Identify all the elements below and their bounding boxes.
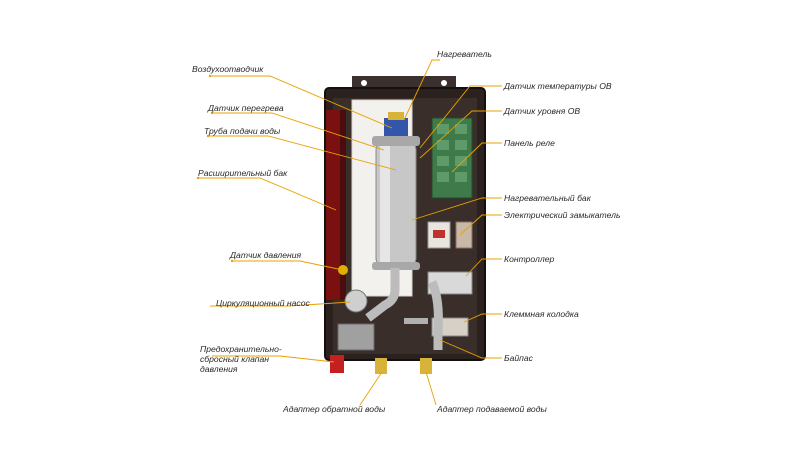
supply-pipe-shape xyxy=(427,280,443,350)
label-pressure-sensor: Датчик давления xyxy=(230,250,302,260)
leader-safety-valve xyxy=(212,355,335,363)
label-supply-adapter: Адаптер подаваемой воды xyxy=(437,404,547,414)
relay-cell xyxy=(437,124,449,134)
leader-controller xyxy=(465,258,502,277)
leader-relay-panel xyxy=(451,142,502,173)
relay-cell xyxy=(455,156,467,166)
tank-top-flange xyxy=(372,136,420,146)
bypass-pipe xyxy=(365,268,400,322)
leader-expansion-tank xyxy=(198,177,337,211)
leader-supply-pipe xyxy=(208,135,397,171)
leader-heating-tank xyxy=(411,197,502,221)
circulation-pump-shape xyxy=(344,289,368,313)
label-safety-valve: Предохранительно-сбросный клапан давлени… xyxy=(200,344,282,374)
label-contactor: Электрический замыкатель xyxy=(504,210,621,220)
relay-cell xyxy=(455,124,467,134)
leader-pressure-sensor xyxy=(232,260,344,271)
label-heater: Нагреватель xyxy=(437,49,492,59)
relay-cell xyxy=(437,172,449,182)
relay-cell xyxy=(455,140,467,150)
label-return-adapter: Адаптер обратной воды xyxy=(283,404,386,414)
leader-return-adapter xyxy=(359,371,383,406)
relay-cell xyxy=(437,140,449,150)
heater-shape xyxy=(384,118,408,136)
bypass-link xyxy=(404,318,428,324)
leader-dots xyxy=(196,74,234,263)
relay-cell xyxy=(437,156,449,166)
leader-bypass xyxy=(439,339,502,359)
contactor-side xyxy=(455,221,473,249)
mounting-hole xyxy=(441,80,447,86)
expansion-tank-shape xyxy=(326,110,340,300)
pump-motor xyxy=(337,323,375,351)
expansion-tank-shadow xyxy=(340,110,346,300)
label-relay-panel: Панель реле xyxy=(504,138,555,148)
return-adapter-shape xyxy=(375,358,387,374)
mounting-hole xyxy=(361,80,367,86)
boiler-illustration xyxy=(324,76,486,374)
leader-supply-adapter xyxy=(425,371,437,406)
leader-circulation-pump xyxy=(210,301,351,307)
leader-air-vent xyxy=(210,75,393,129)
leader-level-sensor xyxy=(419,110,502,159)
heater-cap xyxy=(388,112,404,120)
label-bypass: Байпас xyxy=(504,353,533,363)
leader-heater xyxy=(403,59,440,121)
label-terminal-block: Клеммная колодка xyxy=(504,309,579,319)
leader-overheat-sensor xyxy=(212,112,385,151)
label-circulation-pump: Циркуляционный насос xyxy=(216,298,310,308)
label-level-sensor: Датчик уровня ОВ xyxy=(504,106,581,116)
label-air-vent: Воздухоотводчик xyxy=(192,64,264,74)
tank-highlight xyxy=(380,140,390,268)
contactor-indicator xyxy=(433,230,445,238)
tank-bottom-flange xyxy=(372,262,420,270)
mounting-bracket xyxy=(352,76,456,90)
leader-temp-sensor xyxy=(419,85,502,149)
label-supply-pipe: Труба подачи воды xyxy=(204,126,281,136)
supply-adapter-shape xyxy=(420,358,432,374)
leader-terminal-block xyxy=(463,313,502,323)
leader-lines xyxy=(198,59,502,406)
label-heating-tank: Нагревательный бак xyxy=(504,193,591,203)
relay-cell xyxy=(455,172,467,182)
safety-valve-shape xyxy=(330,355,344,373)
label-controller: Контроллер xyxy=(504,254,555,264)
label-temp-sensor: Датчик температуры ОВ xyxy=(504,81,612,91)
label-overheat-sensor: Датчик перегрева xyxy=(208,103,284,113)
label-expansion-tank: Расширительный бак xyxy=(198,168,288,178)
leader-contactor xyxy=(459,214,502,236)
